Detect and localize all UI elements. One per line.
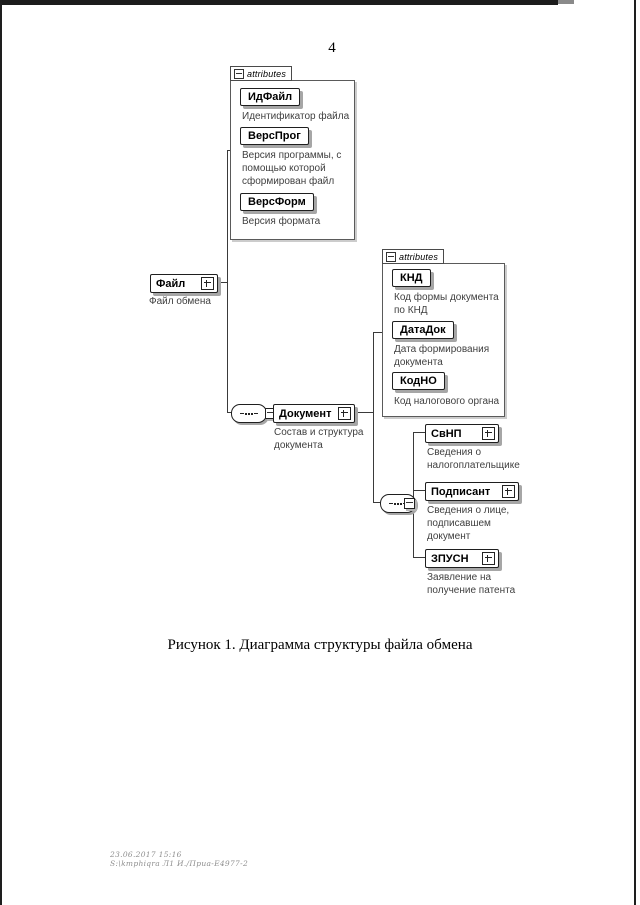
connector-line — [345, 412, 373, 413]
connector-line — [413, 432, 414, 558]
attribute-annotation: Идентификатор файла — [242, 111, 350, 122]
expand-icon[interactable] — [201, 277, 214, 290]
element-annotation: Сведения о лице, подписавшем документ — [427, 505, 510, 542]
sequence-dot — [245, 412, 247, 415]
connector-box[interactable] — [404, 498, 415, 509]
attribute-annotation: Дата формирования документа — [394, 344, 490, 368]
expand-icon[interactable] — [502, 485, 515, 498]
connector-line — [227, 412, 232, 413]
element-dokument-label: Документ — [279, 407, 332, 420]
sequence-icon — [231, 404, 267, 423]
element-annotation: Файл обмена — [149, 296, 211, 307]
element-fail[interactable]: Файл — [150, 274, 218, 293]
element-zpusn[interactable]: ЗПУСН — [425, 549, 499, 568]
element-annotation: Состав и структура документа — [274, 427, 364, 451]
attribute-versprog[interactable]: ВерсПрог — [240, 127, 309, 145]
sequence-dot — [394, 502, 396, 505]
sequence-dash — [254, 413, 258, 414]
collapse-icon[interactable] — [234, 68, 244, 79]
sequence-dot — [248, 412, 250, 415]
sequence-dash — [240, 413, 244, 414]
attribute-idfail[interactable]: ИдФайл — [240, 88, 301, 106]
attribute-kodno[interactable]: КодНО — [392, 372, 445, 390]
attribute-versform[interactable]: ВерсФорм — [240, 193, 314, 211]
attribute-annotation: Версия формата — [242, 216, 321, 227]
element-svnp-label: СвНП — [431, 427, 462, 440]
connector-line — [373, 502, 380, 503]
connector-line — [413, 432, 425, 433]
element-svnp[interactable]: СвНП — [425, 424, 499, 443]
sequence-dot — [400, 502, 402, 505]
sequence-dot — [397, 502, 399, 505]
collapse-icon[interactable] — [386, 251, 396, 262]
attribute-annotation: Версия программы, с помощью которой сфор… — [242, 150, 342, 187]
connector-line — [413, 490, 425, 491]
element-fail-label: Файл — [156, 277, 186, 290]
scan-artifact-right — [634, 0, 636, 905]
connector-line — [216, 282, 227, 283]
attribute-annotation: Код налогового органа — [394, 396, 500, 407]
footer-timestamp: 23.06.2017 15:16 — [110, 850, 182, 859]
element-podpisant[interactable]: Подписант — [425, 482, 519, 501]
attributes-label: attributes — [247, 68, 287, 79]
attribute-annotation: Код формы документа по КНД — [394, 292, 499, 316]
page-number: 4 — [328, 40, 336, 56]
element-podpisant-label: Подписант — [431, 485, 491, 498]
attributes-box-document — [382, 263, 505, 417]
sequence-dot — [251, 412, 253, 415]
sequence-dash — [389, 503, 393, 504]
scan-artifact-top — [558, 0, 574, 4]
attributes-label: attributes — [399, 251, 439, 262]
element-annotation: Заявление на получение патента — [427, 572, 516, 596]
attribute-datadok[interactable]: ДатаДок — [392, 321, 454, 339]
expand-icon[interactable] — [338, 407, 351, 420]
figure-caption: Рисунок 1. Диаграмма структуры файла обм… — [167, 637, 473, 653]
element-dokument[interactable]: Документ — [273, 404, 355, 423]
attributes-tab[interactable]: attributes — [230, 66, 293, 81]
footer-path: S:\kmphiqra Л1 И./Приа-Е4977-2 — [110, 859, 249, 868]
attributes-box-file — [230, 80, 355, 240]
connector-line — [373, 332, 374, 503]
connector-line — [373, 332, 382, 333]
attribute-knd[interactable]: КНД — [392, 269, 431, 287]
footer-stamp: 23.06.2017 15:16 S:\kmphiqra Л1 И./Приа-… — [110, 850, 248, 868]
scan-artifact-left — [0, 0, 2, 905]
element-zpusn-label: ЗПУСН — [431, 552, 469, 565]
connector-line — [227, 150, 231, 151]
expand-icon[interactable] — [482, 552, 495, 565]
connector-line — [413, 557, 425, 558]
element-annotation: Сведения о налогоплательщике — [427, 447, 520, 471]
scan-artifact-top — [0, 0, 558, 5]
attributes-tab[interactable]: attributes — [382, 249, 445, 264]
connector-line — [227, 150, 228, 413]
expand-icon[interactable] — [482, 427, 495, 440]
